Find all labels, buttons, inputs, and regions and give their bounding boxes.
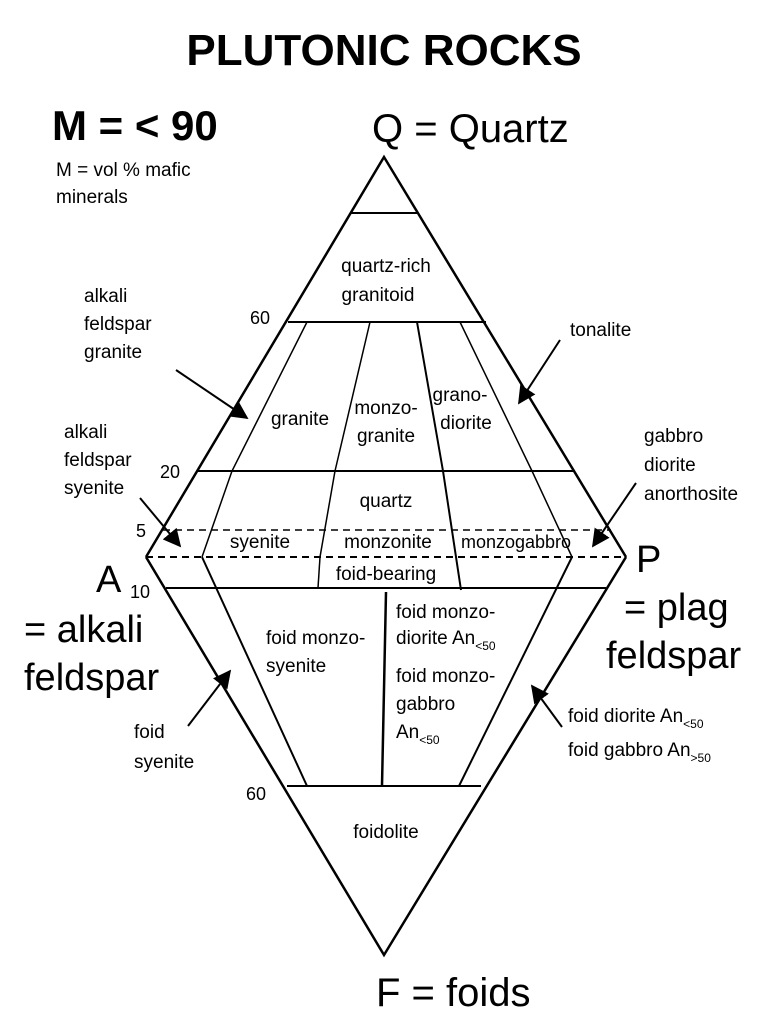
tick-q5: 5 — [136, 521, 146, 541]
callout-gabbro-line1: gabbro — [644, 426, 703, 447]
apex-a-desc-line1: = alkali — [24, 609, 143, 651]
field-foid-monzodiorite-line1: foid monzo- — [396, 602, 495, 623]
field-foidolite: foidolite — [353, 822, 419, 843]
m-definition-line2: minerals — [56, 187, 128, 208]
diagram-title: PLUTONIC ROCKS — [186, 26, 581, 75]
apex-f-label: F = foids — [376, 971, 531, 1015]
field-monzogabbro: monzogabbro — [461, 532, 571, 552]
tick-q60: 60 — [250, 308, 270, 328]
callout-afs-line1: alkali — [64, 422, 107, 443]
tick-f10: 10 — [130, 582, 150, 602]
field-quartz-rich-line1: quartz-rich — [341, 256, 431, 277]
callout-afs-arrow — [139, 497, 182, 548]
field-quartz: quartz — [360, 491, 413, 512]
callout-foid-gabbro-sub: >50 — [691, 751, 712, 765]
field-foid-monzogabbro-an-text: An — [396, 722, 419, 743]
lower-right-division — [458, 556, 573, 787]
field-foid-monzogabbro-line2: gabbro — [396, 694, 455, 715]
radial-line-2 — [319, 321, 371, 558]
upper-triangle-outline — [144, 154, 628, 558]
callout-foid-diorite-text: foid diorite An — [568, 706, 683, 727]
field-foid-monzodiorite-text: diorite An — [396, 628, 475, 649]
apex-a-letter: A — [96, 559, 122, 601]
callout-foid-syenite-line2: syenite — [134, 752, 194, 773]
field-monzogranite-line1: monzo- — [354, 398, 417, 419]
field-quartz-rich-line2: granitoid — [342, 285, 415, 306]
field-monzogranite-line2: granite — [357, 426, 415, 447]
callout-afs-line3: syenite — [64, 478, 124, 499]
m-definition-line1: M = vol % mafic — [56, 160, 191, 181]
field-foid-monzogabbro-line1: foid monzo- — [396, 666, 495, 687]
field-granodiorite-line1: grano- — [433, 385, 488, 406]
field-monzonite: monzonite — [344, 532, 432, 553]
field-foid-monzogabbro-line3: An<50 — [396, 722, 440, 747]
apex-q-label: Q = Quartz — [372, 107, 569, 151]
foid-bearing-left-edge — [317, 556, 321, 589]
radial-line-4 — [459, 321, 573, 558]
callout-afg-line1: alkali — [84, 286, 127, 307]
callout-foid-syenite-line1: foid — [134, 722, 165, 743]
field-foid-monzosyenite-line2: syenite — [266, 656, 326, 677]
callout-foid-diorite: foid diorite An<50 — [568, 706, 704, 731]
apex-a-desc-line2: feldspar — [24, 657, 160, 699]
field-syenite: syenite — [230, 532, 290, 553]
callout-gabbro-line3: anorthosite — [644, 484, 738, 505]
callout-gabbro-arrow — [591, 482, 637, 548]
lower-center-division — [380, 591, 388, 787]
field-foid-monzogabbro-an-sub: <50 — [419, 733, 440, 747]
callout-foid-diorite-sub: <50 — [683, 717, 704, 731]
callout-tonalite: tonalite — [570, 320, 631, 341]
lower-left-division — [201, 556, 308, 787]
field-foid-monzodiorite-sub: <50 — [475, 639, 496, 653]
callout-foid-gabbro: foid gabbro An>50 — [568, 740, 711, 765]
callout-tonalite-arrow — [518, 339, 561, 405]
apex-p-desc-line2: feldspar — [606, 635, 742, 677]
callout-afg-line3: granite — [84, 342, 142, 363]
field-foid-monzosyenite-line1: foid monzo- — [266, 628, 365, 649]
field-granodiorite-line2: diorite — [440, 413, 492, 434]
callout-gabbro-line2: diorite — [644, 455, 696, 476]
callout-foid-syenite-arrow — [187, 669, 232, 727]
callout-foid-diorite-arrow — [530, 684, 563, 728]
field-foid-monzodiorite-line2: diorite An<50 — [396, 628, 496, 653]
apex-p-letter: P — [636, 539, 661, 581]
callout-afs-line2: feldspar — [64, 450, 132, 471]
callout-afg-arrow — [175, 369, 249, 420]
apex-p-desc-line1: = plag — [624, 587, 729, 629]
tick-f60: 60 — [246, 784, 266, 804]
callout-afg-line2: feldspar — [84, 314, 152, 335]
m-value-label: M = < 90 — [52, 102, 218, 149]
field-granite: granite — [271, 409, 329, 430]
radial-line-1 — [201, 321, 308, 558]
tick-q20: 20 — [160, 462, 180, 482]
field-foid-bearing: foid-bearing — [336, 564, 436, 585]
callout-foid-gabbro-text: foid gabbro An — [568, 740, 691, 761]
radial-line-3 — [416, 321, 462, 591]
